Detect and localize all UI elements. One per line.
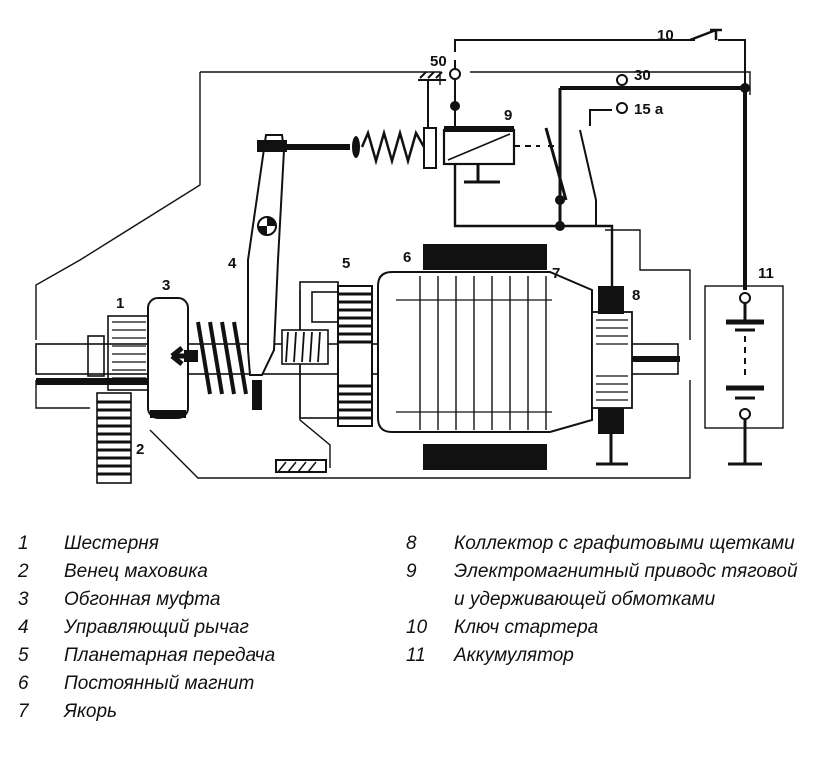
overrunning-clutch	[147, 297, 198, 419]
callout-5: 5	[342, 255, 350, 272]
legend-text: Аккумулятор	[454, 645, 574, 666]
legend-item: 8 Коллектор с графитовыми щетками	[402, 530, 812, 558]
legend-num: 3	[18, 589, 29, 610]
legend-item: 5 Планетарная передача	[14, 642, 394, 670]
legend-text: Венец маховика	[64, 561, 208, 582]
terminal-50	[449, 68, 461, 80]
battery	[704, 285, 784, 466]
legend-text: Управляющий рычаг	[64, 617, 249, 638]
clutch-spring	[196, 321, 248, 395]
armature	[377, 271, 593, 433]
legend-item: 2 Венец маховика	[14, 558, 394, 586]
terminal-15a	[616, 102, 628, 114]
legend-num: 8	[406, 533, 417, 554]
terminal-label-50: 50	[430, 53, 447, 70]
legend-text: Постоянный магнит	[64, 673, 255, 694]
legend-item: 10 Ключ стартера	[402, 614, 812, 642]
node-dot	[450, 101, 460, 111]
callout-9: 9	[504, 107, 512, 124]
legend-num: 6	[18, 673, 29, 694]
legend-item: 6 Постоянный магнит	[14, 670, 394, 698]
legend-item: 11 Аккумулятор	[402, 642, 812, 670]
callout-1: 1	[116, 295, 124, 312]
legend-item: 9 Электромагнитный приводс тяговой и удер…	[402, 558, 812, 614]
callout-11: 11	[758, 265, 774, 282]
legend-num: 7	[18, 701, 29, 722]
legend-num: 5	[18, 645, 29, 666]
terminal-label-30: 30	[634, 67, 651, 84]
legend: 1 Шестерня 2 Венец маховика 3 Обгонная муфт…	[0, 530, 822, 763]
planetary-gear	[275, 281, 373, 473]
callout-7: 7	[552, 265, 560, 282]
solenoid	[442, 126, 560, 184]
callout-2: 2	[136, 441, 144, 458]
starter-key-switch	[689, 28, 722, 42]
legend-text: Коллектор с графитовыми щетками	[454, 533, 795, 554]
terminal-30	[616, 74, 628, 86]
starter-diagram: 1 2 3 4 5 6 7 8 9 10 11 50 30 15 a	[35, 27, 784, 484]
callout-4: 4	[228, 255, 237, 272]
legend-text: Якорь	[64, 701, 118, 722]
legend-item: 1 Шестерня	[14, 530, 394, 558]
plunger-rod	[280, 127, 437, 169]
control-lever	[247, 134, 287, 410]
commutator	[591, 286, 633, 466]
legend-text: Электромагнитный приводс тяговой и удерж…	[454, 561, 798, 610]
legend-text: Шестерня	[64, 533, 159, 554]
callout-6: 6	[403, 249, 411, 266]
legend-item: 7 Якорь	[14, 698, 394, 726]
legend-num: 10	[406, 617, 428, 638]
legend-num: 2	[18, 561, 29, 582]
terminal-label-15a: 15 a	[634, 101, 664, 118]
legend-column-left: 1 Шестерня 2 Венец маховика 3 Обгонная муфт…	[14, 530, 394, 726]
solenoid-mount	[418, 71, 446, 128]
callout-8: 8	[632, 287, 640, 304]
legend-item: 3 Обгонная муфта	[14, 586, 394, 614]
callout-10: 10	[657, 27, 674, 44]
legend-item: 4 Управляющий рычаг	[14, 614, 394, 642]
legend-num: 4	[18, 617, 29, 638]
legend-text: Обгонная муфта	[64, 589, 221, 610]
permanent-magnets	[423, 244, 547, 470]
legend-text: Ключ стартера	[454, 617, 599, 638]
callout-3: 3	[162, 277, 170, 294]
node-dot	[555, 221, 565, 231]
node-dot	[740, 83, 750, 93]
flywheel-ring-gear	[96, 392, 132, 484]
legend-num: 9	[406, 561, 417, 582]
node-dot	[555, 195, 565, 205]
legend-column-right: 8 Коллектор с графитовыми щетками 9 Электр…	[402, 530, 812, 670]
legend-text: Планетарная передача	[64, 645, 276, 666]
legend-num: 1	[18, 533, 29, 554]
legend-num: 11	[406, 645, 426, 666]
